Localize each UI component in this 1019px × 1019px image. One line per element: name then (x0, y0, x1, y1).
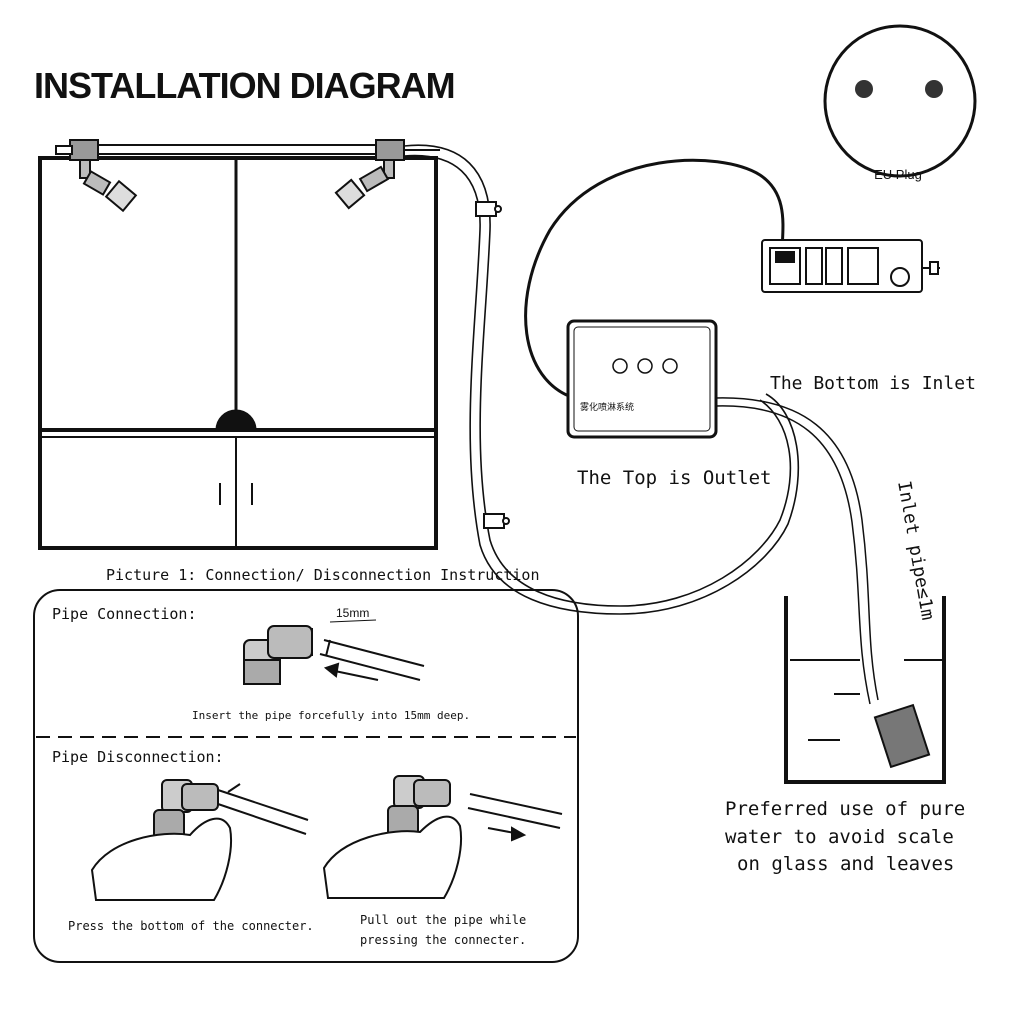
connection-instruction: Insert the pipe forcefully into 15mm dee… (192, 709, 470, 722)
drain-dome (215, 409, 257, 431)
water-note-line-2: water to avoid scale (725, 826, 954, 848)
hand-right (322, 815, 462, 899)
inlet-pipe-label: Inlet pipe≤1m (893, 479, 938, 621)
power-cable (524, 158, 785, 400)
pump-controller: 雾化喷淋系统 (566, 319, 718, 439)
press-connector-illustration (90, 779, 309, 901)
disconnection-step-2-line-2: pressing the connecter. (360, 933, 526, 947)
tube-clip-lower (483, 513, 505, 529)
hand-left (90, 817, 232, 901)
instruction-panel: Pipe Connection: 15mm Insert the pipe fo… (33, 589, 579, 963)
eu-plug: EU Plug (823, 24, 977, 182)
water-note-line-3: on glass and leaves (737, 853, 954, 875)
inlet-label: The Bottom is Inlet (770, 373, 976, 394)
strip-socket-2 (847, 247, 879, 285)
mist-icon (612, 358, 628, 374)
tube-clip-upper (475, 201, 497, 217)
pull-pipe-illustration (322, 775, 563, 899)
outlet-label: The Top is Outlet (577, 467, 771, 489)
strip-switch-1 (805, 247, 823, 285)
disconnection-step-1: Press the bottom of the connecter. (68, 919, 314, 933)
nozzle-fitting-right (375, 139, 405, 161)
plug-pin-left (855, 80, 873, 98)
pipe-illustration (319, 639, 425, 681)
strip-switch-2 (825, 247, 843, 285)
picture-caption: Picture 1: Connection/ Disconnection Ins… (106, 566, 539, 584)
depth-label: 15mm (336, 606, 369, 620)
aquarium-cabinet (38, 156, 438, 550)
diagram-title: INSTALLATION DIAGRAM (34, 65, 455, 106)
spray-bar (55, 139, 440, 213)
connection-heading: Pipe Connection: (52, 605, 197, 623)
plug-pin-right (925, 80, 943, 98)
power-strip (761, 239, 940, 293)
timer-icon (662, 358, 678, 374)
water-note: Preferred use of pure water to avoid sca… (725, 798, 965, 875)
outlet-tube (403, 144, 800, 615)
inlet-filter (873, 703, 931, 769)
nozzle-fitting-left (69, 139, 99, 161)
spray-nozzle-left (79, 159, 138, 213)
water-container (784, 596, 946, 784)
spray-nozzle-right (334, 159, 395, 210)
water-note-line-1: Preferred use of pure (725, 798, 965, 820)
inlet-tube (715, 397, 879, 705)
disconnection-heading: Pipe Disconnection: (52, 748, 224, 766)
elbow-connector-illustration (243, 625, 313, 685)
pump-panel-text: 雾化喷淋系统 (580, 401, 634, 412)
disconnection-step-2-line-1: Pull out the pipe while (360, 913, 526, 927)
strip-power-button (890, 267, 910, 287)
eu-plug-label: EU Plug (874, 167, 922, 182)
power-icon (637, 358, 653, 374)
